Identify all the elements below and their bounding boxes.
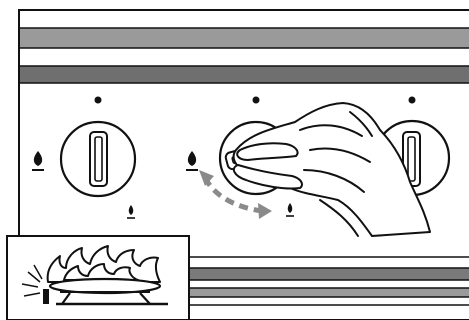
burner-inset (6, 235, 190, 320)
panel-band-bottom (190, 268, 469, 280)
burner-flame-icon (46, 245, 161, 283)
position-dot (94, 96, 102, 104)
rotate-direction-arrow (199, 170, 272, 219)
hand-turning-knob (232, 102, 431, 237)
flame-large-icon (186, 151, 198, 171)
position-dot (252, 96, 260, 104)
panel-band-dark (20, 66, 469, 83)
knob-left[interactable] (32, 96, 137, 219)
flame-small-icon (286, 203, 294, 217)
flame-large-icon (32, 151, 44, 171)
flame-small-icon (127, 205, 135, 219)
position-dot (408, 96, 416, 104)
panel-band-top (20, 28, 469, 48)
igniter-icon (21, 264, 49, 304)
